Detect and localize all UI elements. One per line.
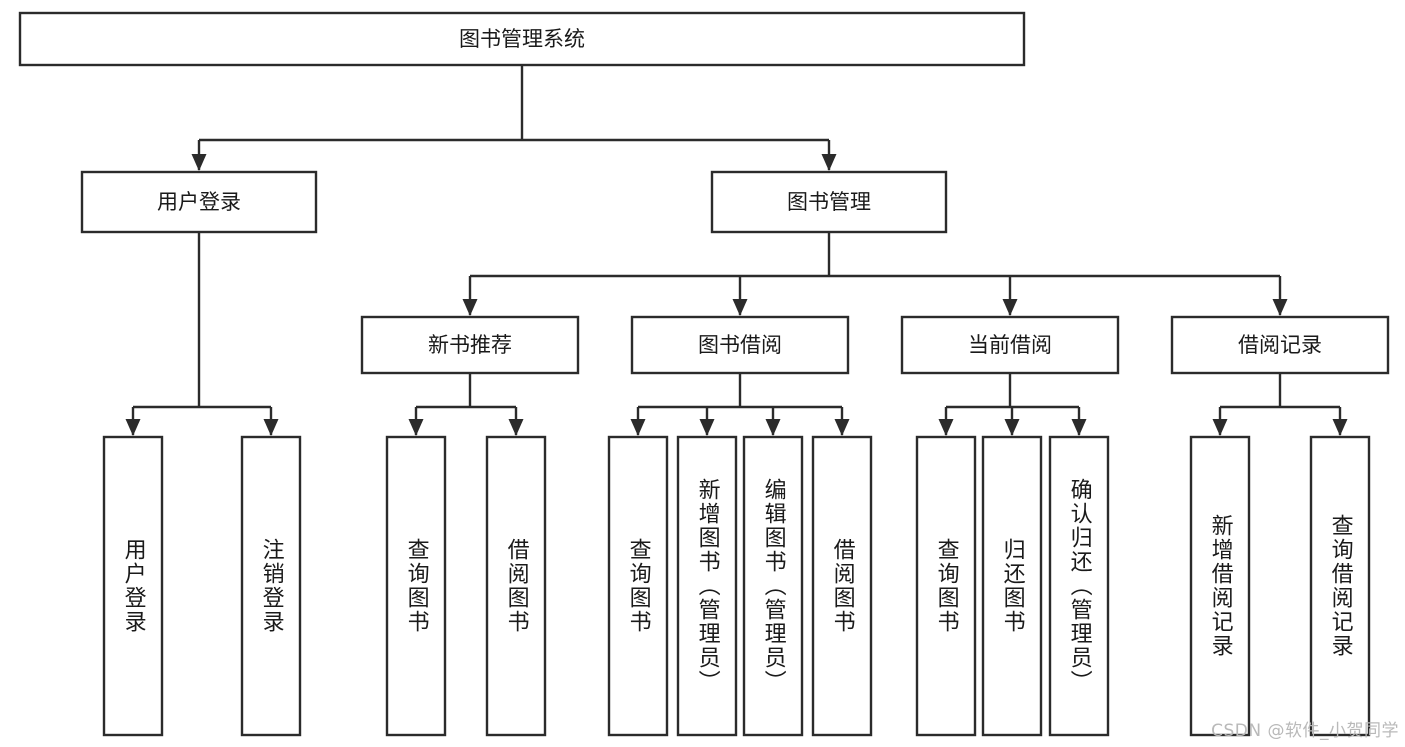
leaf-node-box[interactable]	[387, 437, 445, 735]
arrow-head-icon	[125, 419, 141, 436]
arrow-head-icon	[630, 419, 646, 436]
arrow-head-icon	[699, 419, 715, 436]
leaf-node-rect[interactable]	[915, 435, 977, 737]
leaf-node-rect[interactable]	[811, 435, 873, 737]
boxes-layer	[18, 11, 1390, 737]
leaf-node-rect[interactable]	[607, 435, 669, 737]
leaf-node-box[interactable]	[744, 437, 802, 735]
level3-node-box[interactable]	[900, 315, 1120, 375]
csdn-watermark: CSDN @软件_小贺同学	[1211, 721, 1399, 741]
root-node-label: 图书管理系统	[459, 27, 585, 51]
leaf-node-rect[interactable]	[385, 435, 447, 737]
leaf-node-box[interactable]	[242, 437, 300, 735]
leaf-node-rect[interactable]	[1189, 435, 1251, 737]
leaf-node-box[interactable]	[1311, 437, 1369, 735]
arrow-head-icon	[508, 419, 524, 436]
level3-node-box[interactable]	[1170, 315, 1390, 375]
leaf-node-rect[interactable]	[676, 435, 738, 737]
level3-node-label: 新书推荐	[428, 333, 512, 357]
leaf-node-box[interactable]	[917, 437, 975, 735]
level3-node-label: 借阅记录	[1238, 333, 1322, 357]
arrow-head-icon	[765, 419, 781, 436]
leaf-node-rect[interactable]	[102, 435, 164, 737]
arrow-head-icon	[408, 419, 424, 436]
level2-node-label: 用户登录	[157, 190, 241, 214]
leaf-node-box[interactable]	[678, 437, 736, 735]
arrow-head-icon	[938, 419, 954, 436]
arrow-head-icon	[732, 299, 748, 316]
arrow-head-icon	[1332, 419, 1348, 436]
leaf-node-rect[interactable]	[485, 435, 547, 737]
arrow-head-icon	[834, 419, 850, 436]
level3-node-box[interactable]	[360, 315, 580, 375]
leaf-node-box[interactable]	[609, 437, 667, 735]
level3-node-box[interactable]	[630, 315, 850, 375]
level2-node-label: 图书管理	[787, 190, 871, 214]
leaf-node-rect[interactable]	[981, 435, 1043, 737]
leaf-node-box[interactable]	[487, 437, 545, 735]
connectors-layer	[125, 65, 1348, 436]
arrow-head-icon	[462, 299, 478, 316]
level3-node-label: 当前借阅	[968, 333, 1052, 357]
level2-node-box[interactable]	[710, 170, 948, 234]
level3-node-label: 图书借阅	[698, 333, 782, 357]
root-node-box[interactable]	[18, 11, 1026, 67]
arrow-head-icon	[1002, 299, 1018, 316]
arrow-head-icon	[1212, 419, 1228, 436]
arrow-head-icon	[1272, 299, 1288, 316]
arrow-head-icon	[821, 154, 837, 171]
leaf-node-rect[interactable]	[1309, 435, 1371, 737]
leaf-node-rect[interactable]	[742, 435, 804, 737]
leaf-node-rect[interactable]	[240, 435, 302, 737]
leaf-node-rect[interactable]	[1048, 435, 1110, 737]
arrow-head-icon	[1071, 419, 1087, 436]
leaf-node-box[interactable]	[104, 437, 162, 735]
arrow-head-icon	[263, 419, 279, 436]
arrow-head-icon	[1004, 419, 1020, 436]
leaf-node-box[interactable]	[1191, 437, 1249, 735]
level2-node-box[interactable]	[80, 170, 318, 234]
leaf-node-box[interactable]	[1050, 437, 1108, 735]
leaf-node-box[interactable]	[813, 437, 871, 735]
leaf-node-box[interactable]	[983, 437, 1041, 735]
arrow-head-icon	[191, 154, 207, 171]
